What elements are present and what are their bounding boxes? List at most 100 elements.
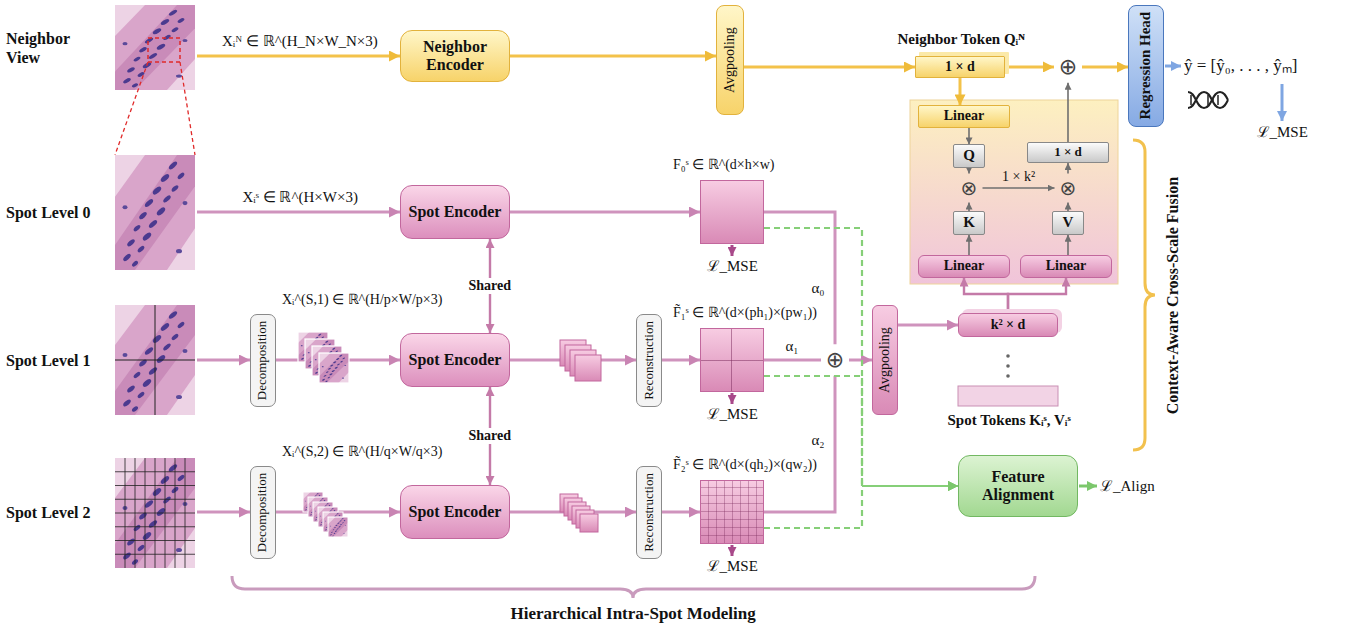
connector xyxy=(1008,278,1066,313)
loss-arrow xyxy=(731,545,734,556)
connector xyxy=(983,187,1055,189)
node-heading: F₀ˢ ∈ ℝ^(d×h×w) xyxy=(671,157,776,174)
pooling-box: Avgpooling xyxy=(716,5,744,115)
value-box: V xyxy=(1052,211,1084,234)
connector xyxy=(662,359,700,362)
linear-box: Linear xyxy=(1020,255,1112,277)
tissue-image xyxy=(115,458,195,568)
encoder-box: Neighbor Encoder xyxy=(400,30,510,82)
connector xyxy=(1082,66,1128,69)
connector xyxy=(968,235,970,256)
product-symbol: ⊗ xyxy=(956,174,983,203)
tissue-image xyxy=(115,5,195,155)
prediction: ŷ = [ŷ₀, . . . , ŷₘ] xyxy=(1184,56,1297,76)
loss-arrow xyxy=(731,245,734,256)
tissue-image xyxy=(115,62,148,155)
tissue-image xyxy=(115,305,195,415)
token-stack xyxy=(1006,354,1010,358)
node-label: ⊗ xyxy=(961,177,978,200)
loss-term: ℒ_MSE xyxy=(1257,123,1308,141)
node-label: Neighbor Encoder xyxy=(405,38,505,75)
connector xyxy=(764,212,835,344)
image-patches xyxy=(319,353,349,383)
decomposition-box: Decomposition xyxy=(250,466,276,559)
token-stack xyxy=(1006,364,1010,368)
node-label: Q xyxy=(963,147,975,164)
connector xyxy=(1067,203,1069,212)
node-label: Linear xyxy=(1046,258,1086,274)
loss-arrow xyxy=(732,245,1097,556)
connector xyxy=(1005,65,1054,68)
connector xyxy=(968,203,970,212)
encoder-box: Spot Encoder xyxy=(400,185,510,239)
token-box: Neighbor Token Qᵢᴺ1 × d xyxy=(915,56,1005,78)
feature-patches xyxy=(560,340,601,381)
section-bracket xyxy=(232,576,1035,598)
token-box: k² × dSpot Tokens Kᵢˢ, Vᵢˢ xyxy=(958,313,1058,337)
sum-symbol: ⊕ xyxy=(1054,51,1082,82)
loss-arrow xyxy=(731,393,734,404)
dna-icon xyxy=(1188,92,1228,108)
connector xyxy=(764,486,958,528)
image-patches xyxy=(303,492,348,537)
token-stack xyxy=(958,386,1058,406)
linear-box: Linear xyxy=(918,105,1010,127)
node-label: Spot Encoder xyxy=(409,203,502,221)
reconstruction-box: Reconstruction xyxy=(636,466,662,559)
connector xyxy=(764,376,835,512)
row-label: Spot Level 1 xyxy=(6,351,90,370)
row-label: Spot Level 2 xyxy=(6,503,90,522)
sum-symbol: ⊕ xyxy=(821,344,849,375)
node-label: ⊕ xyxy=(1059,54,1077,79)
output-arrow xyxy=(1165,65,1181,68)
connector xyxy=(1067,163,1069,174)
node-label: Decomposition xyxy=(256,472,271,551)
tissue-image xyxy=(180,62,195,155)
row-label: Neighbor View xyxy=(6,29,86,67)
token-stack xyxy=(1006,374,1010,378)
node-label: V xyxy=(1063,214,1074,231)
tissue-image xyxy=(115,458,195,568)
tissue-image xyxy=(115,305,195,415)
decomposition-box: Decomposition xyxy=(250,314,276,407)
feature-patches xyxy=(580,514,598,532)
product-symbol: ⊗ xyxy=(1055,174,1082,203)
feature-map: F̃₁ˢ ∈ ℝ^(d×(ph₁)×(pw₁)) xyxy=(700,328,764,392)
node-label: ⊗ xyxy=(1060,177,1077,200)
connector xyxy=(968,168,970,174)
node-label: Spot Encoder xyxy=(409,503,502,521)
feature-map: F̃₂ˢ ∈ ℝ^(d×(qh₂)×(qw₂)) xyxy=(700,480,764,544)
node-heading: F̃₁ˢ ∈ ℝ^(d×(ph₁)×(pw₁)) xyxy=(671,305,819,322)
dna-icon xyxy=(1188,92,1228,108)
row-label: Spot Level 0 xyxy=(6,203,90,222)
connector xyxy=(959,78,962,105)
tissue-image xyxy=(115,155,195,270)
section-title: Context-Aware Cross-Scale Fusion xyxy=(1163,176,1182,413)
node-heading: F̃₂ˢ ∈ ℝ^(d×(qh₂)×(qw₂)) xyxy=(671,457,819,474)
node-label: Avgpooling xyxy=(877,327,893,393)
node-label: Reconstruction xyxy=(642,321,657,400)
node-label: Decomposition xyxy=(256,320,271,399)
encoder-box: Spot Encoder xyxy=(400,333,510,387)
connector xyxy=(764,358,821,361)
tissue-image xyxy=(115,155,195,270)
node-label: ⊕ xyxy=(826,347,844,372)
connector xyxy=(1067,235,1069,256)
tensor-shape: Xᵢˢ ∈ ℝ^(H×W×3) xyxy=(243,188,358,206)
reconstruction-box: Reconstruction xyxy=(636,314,662,407)
section-bracket xyxy=(1133,140,1155,450)
connector xyxy=(849,358,872,361)
connector xyxy=(1067,83,1069,142)
connector xyxy=(898,324,958,327)
node-label: Spot Encoder xyxy=(409,351,502,369)
input-arrow xyxy=(197,211,400,214)
connector xyxy=(968,128,970,145)
dna-icon xyxy=(1191,95,1218,105)
tensor-shape: Xᵢ^(S,2) ∈ ℝ^(H/q×W/q×3) xyxy=(282,444,442,461)
key-box: K xyxy=(953,211,985,234)
attention-panel xyxy=(910,100,1118,284)
node-label: 1 × d xyxy=(1054,145,1082,160)
edge-label: Shared xyxy=(467,428,514,445)
tissue-image xyxy=(115,360,195,361)
